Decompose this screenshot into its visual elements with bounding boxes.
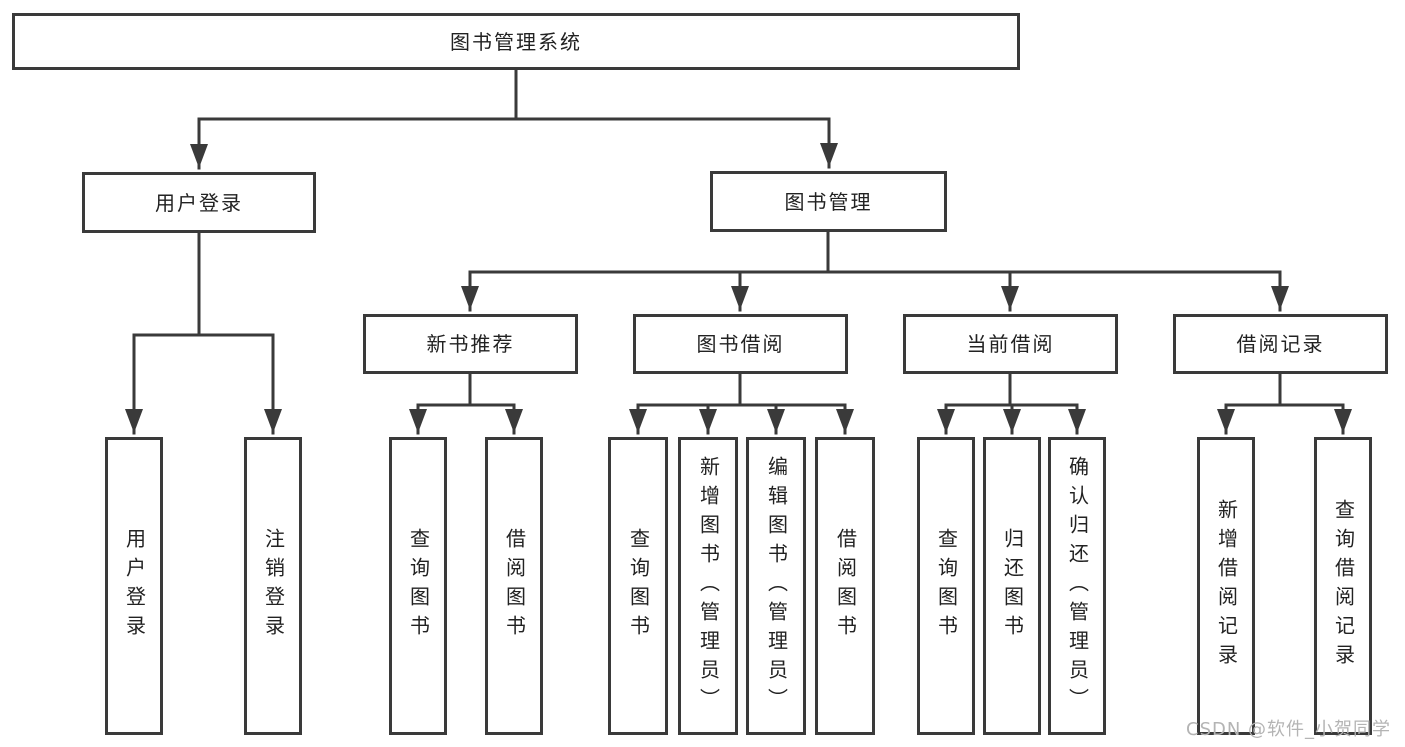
node-label: 当前借阅: [966, 332, 1055, 356]
node-label: 新增图书（管理员）: [696, 455, 721, 717]
node-label: 确认归还（管理员）: [1065, 455, 1090, 717]
node-new-book-recommend: 新书推荐: [363, 314, 578, 374]
node-library-management-system: 图书管理系统: [12, 13, 1020, 70]
node-confirm-return-admin: 确认归还（管理员）: [1048, 437, 1106, 735]
node-label: 借阅记录: [1236, 332, 1325, 356]
node-label: 用户登录: [122, 528, 147, 644]
node-user-login: 用户登录: [82, 172, 316, 233]
node-label: 图书管理系统: [450, 29, 582, 54]
node-label: 归还图书: [1000, 528, 1025, 644]
node-label: 新书推荐: [426, 332, 515, 356]
node-label: 图书管理: [784, 189, 873, 214]
node-edit-books-admin: 编辑图书（管理员）: [746, 437, 806, 735]
node-label: 编辑图书（管理员）: [764, 455, 789, 717]
node-label: 图书借阅: [696, 332, 785, 356]
node-book-management: 图书管理: [710, 171, 947, 232]
node-label: 用户登录: [155, 190, 243, 215]
node-borrow-records: 借阅记录: [1173, 314, 1388, 374]
node-add-borrow-record: 新增借阅记录: [1197, 437, 1255, 735]
node-return-books: 归还图书: [983, 437, 1041, 735]
node-query-books-current: 查询图书: [917, 437, 975, 735]
node-label: 借阅图书: [833, 528, 858, 644]
node-borrow-books-leaf: 借阅图书: [815, 437, 875, 735]
node-logout-leaf: 注销登录: [244, 437, 302, 735]
watermark: CSDN @软件_小贺同学: [1186, 719, 1392, 740]
node-label: 查询图书: [626, 528, 651, 644]
node-current-borrow: 当前借阅: [903, 314, 1118, 374]
node-label: 借阅图书: [502, 528, 527, 644]
node-query-books-borrow: 查询图书: [608, 437, 668, 735]
node-label: 查询图书: [934, 528, 959, 644]
node-borrow-books-recommend: 借阅图书: [485, 437, 543, 735]
node-query-books-recommend: 查询图书: [389, 437, 447, 735]
node-user-login-leaf: 用户登录: [105, 437, 163, 735]
node-book-borrow: 图书借阅: [633, 314, 848, 374]
node-label: 查询借阅记录: [1331, 499, 1356, 673]
node-query-borrow-record: 查询借阅记录: [1314, 437, 1372, 735]
node-label: 新增借阅记录: [1214, 499, 1239, 673]
node-add-books-admin: 新增图书（管理员）: [678, 437, 738, 735]
node-label: 查询图书: [406, 528, 431, 644]
node-label: 注销登录: [261, 528, 286, 644]
